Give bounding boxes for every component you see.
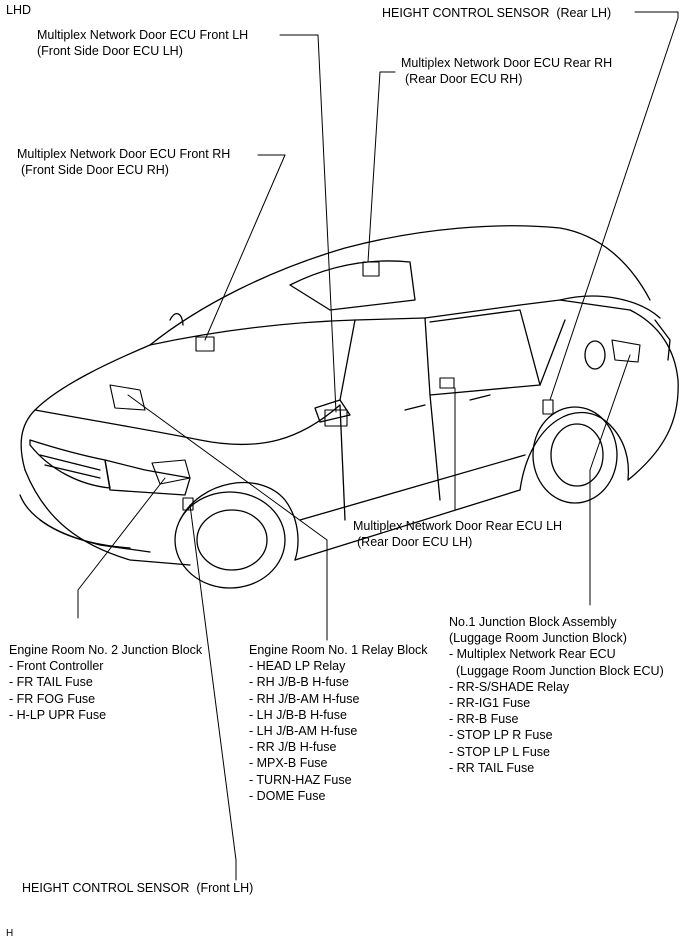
engine-room-relay1-item: - HEAD LP Relay (249, 659, 346, 674)
junction-block-1-item: - RR TAIL Fuse (449, 760, 535, 775)
engine-room-relay1-item: - LH J/B-B H-fuse (249, 707, 347, 722)
engine-room-relay1-callout: Engine Room No. 1 Relay Block - HEAD LP … (249, 642, 428, 804)
leader-height-rear (549, 11, 679, 401)
door-ecu-rear-rh-component (362, 261, 380, 277)
door-ecu-rear-rh-line1: Multiplex Network Door ECU Rear RH (401, 56, 613, 70)
engine-room-relay1-item: - LH J/B-AM H-fuse (249, 724, 358, 739)
engine-room-relay1-item: - RH J/B-AM H-fuse (249, 691, 360, 706)
height-sensor-rear-title: HEIGHT CONTROL SENSOR (382, 6, 550, 20)
height-sensor-rear-callout: HEIGHT CONTROL SENSOR (Rear LH) (382, 5, 611, 21)
engine-room-jb2-item: - FR FOG Fuse (9, 691, 96, 706)
door-ecu-front-lh-line2: (Front Side Door ECU LH) (37, 44, 183, 58)
door-ecu-front-rh-component (195, 336, 215, 352)
figure-code-label: H (6, 928, 14, 939)
engine-room-relay1-item: - DOME Fuse (249, 788, 326, 803)
leader-jb1 (589, 354, 631, 606)
junction-block-1-item: - RR-B Fuse (449, 712, 519, 727)
leader-relay1 (127, 394, 328, 641)
engine-room-jb2-item: - Front Controller (9, 659, 104, 674)
junction-block-1-item: (Luggage Room Junction Block ECU) (456, 663, 664, 678)
junction-block-1-component (611, 339, 641, 363)
door-ecu-front-rh-line1: Multiplex Network Door ECU Front RH (17, 147, 231, 161)
junction-block-1-item: - RR-IG1 Fuse (449, 696, 531, 711)
height-sensor-rear-qualifier: (Rear LH) (556, 6, 612, 20)
junction-block-1-item: - Multiplex Network Rear ECU (449, 647, 616, 662)
engine-room-relay1-item: - RR J/B H-fuse (249, 740, 337, 755)
door-ecu-rear-lh-line1: Multiplex Network Door Rear ECU LH (353, 519, 563, 533)
engine-room-relay1-item: - MPX-B Fuse (249, 756, 328, 771)
door-ecu-rear-lh-component (439, 377, 455, 389)
junction-block-1-item: - RR-S/SHADE Relay (449, 679, 570, 694)
engine-room-relay1-title: Engine Room No. 1 Relay Block (249, 643, 428, 657)
door-ecu-rear-lh-line2: (Rear Door ECU LH) (357, 535, 473, 549)
car-body-outline (19, 225, 679, 589)
leader-height-front (189, 504, 237, 881)
height-sensor-front-callout: HEIGHT CONTROL SENSOR (Front LH) (22, 880, 253, 896)
leader-lines (77, 11, 679, 881)
height-sensor-rear-component (542, 399, 554, 415)
door-ecu-front-lh-line1: Multiplex Network Door ECU Front LH (37, 28, 249, 42)
door-ecu-rear-rh-line2: (Rear Door ECU RH) (405, 72, 523, 86)
door-ecu-front-rh-line2: (Front Side Door ECU RH) (21, 163, 169, 177)
engine-room-jb2-callout: Engine Room No. 2 Junction Block - Front… (9, 642, 202, 723)
relay-block-component (109, 384, 146, 411)
junction-block-2-component (151, 459, 191, 485)
vehicle-variant-label: LHD (6, 3, 32, 17)
door-ecu-front-lh-callout: Multiplex Network Door ECU Front LH (Fro… (37, 27, 248, 59)
junction-block-1-subtitle: (Luggage Room Junction Block) (449, 631, 627, 646)
height-sensor-front-qualifier: (Front LH) (196, 881, 254, 895)
height-sensor-front-title: HEIGHT CONTROL SENSOR (22, 881, 190, 895)
door-ecu-rear-lh-callout: Multiplex Network Door Rear ECU LH (Rear… (353, 518, 562, 550)
junction-block-1-title: No.1 Junction Block Assembly (449, 615, 617, 629)
leader-door-front-rh (204, 154, 286, 341)
engine-room-relay1-item: - TURN-HAZ Fuse (249, 772, 352, 787)
components (109, 261, 641, 511)
leader-door-rear-rh (367, 71, 396, 263)
engine-room-jb2-item: - FR TAIL Fuse (9, 675, 93, 690)
leader-door-front-lh (279, 34, 337, 413)
engine-room-relay1-item: - RH J/B-B H-fuse (249, 675, 350, 690)
door-ecu-front-rh-callout: Multiplex Network Door ECU Front RH (Fro… (17, 146, 230, 178)
junction-block-1-item: - STOP LP L Fuse (449, 744, 550, 759)
engine-room-jb2-title: Engine Room No. 2 Junction Block (9, 643, 203, 657)
engine-room-jb2-item: - H-LP UPR Fuse (9, 707, 107, 722)
height-sensor-front-component (182, 497, 194, 511)
door-ecu-rear-rh-callout: Multiplex Network Door ECU Rear RH (Rear… (401, 55, 612, 87)
leader-jb2 (77, 477, 166, 619)
junction-block-1-item: - STOP LP R Fuse (449, 728, 553, 743)
junction-block-1-callout: No.1 Junction Block Assembly (Luggage Ro… (449, 614, 664, 776)
